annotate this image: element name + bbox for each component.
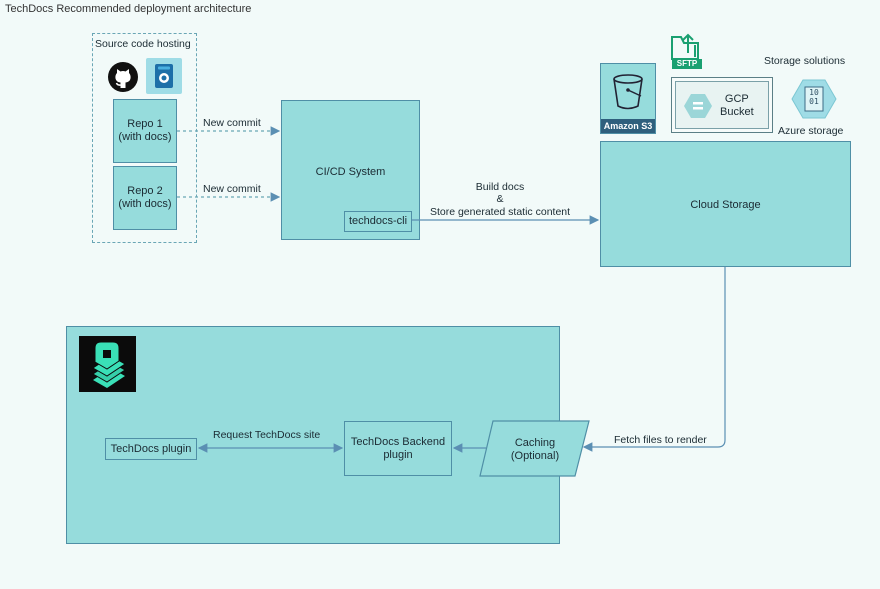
sftp-label: SFTP <box>672 59 702 69</box>
source-hosting-label: Source code hosting <box>95 38 191 50</box>
storage-solutions-label: Storage solutions <box>764 55 846 67</box>
diagram-title: TechDocs Recommended deployment architec… <box>5 3 252 15</box>
edge-new-commit-2: New commit <box>203 183 261 195</box>
cicd-system-label: CI/CD System <box>315 166 386 178</box>
gcp-line1: GCP <box>724 93 749 105</box>
backend-line1: TechDocs Backend <box>350 435 446 448</box>
caching-label: Caching (Optional) <box>493 437 577 463</box>
source-hosting-group <box>92 33 197 243</box>
repo-1-box: Repo 1 (with docs) <box>113 99 177 163</box>
edge-fetch-files: Fetch files to render <box>614 434 707 446</box>
github-icon <box>108 62 138 92</box>
azure-icon-text-2: 01 <box>809 97 819 106</box>
techdocs-plugin-box: TechDocs plugin <box>105 438 197 460</box>
backstage-container <box>66 326 560 544</box>
edge-build-line2: & <box>496 193 504 205</box>
repo-2-box: Repo 2 (with docs) <box>113 166 177 230</box>
azure-icon-text-1: 10 <box>809 88 819 97</box>
sftp-icon: SFTP <box>668 33 704 71</box>
edge-build-line1: Build docs <box>475 181 525 193</box>
caching-line1: Caching <box>514 437 556 449</box>
repo-2-line2: (with docs) <box>118 198 172 210</box>
techdocs-cli-box: techdocs-cli <box>344 211 412 232</box>
techdocs-backend-box: TechDocs Backend plugin <box>344 421 452 476</box>
gcp-line2: Bucket <box>720 106 754 118</box>
azure-storage-label: Azure storage <box>778 125 844 137</box>
gcp-bucket-box: GCP Bucket <box>675 81 769 129</box>
azure-icon-text: 10 01 <box>805 88 823 106</box>
gcp-bucket-icon <box>684 94 712 118</box>
azure-storage-icon <box>791 79 837 119</box>
amazon-s3-label: Amazon S3 <box>601 119 655 133</box>
backstage-logo <box>79 336 136 392</box>
s3-bucket-icon <box>613 74 643 110</box>
arrow-cloud-caching <box>582 267 726 452</box>
edge-build-line3: Store generated static content <box>429 206 571 218</box>
edge-request-site: Request TechDocs site <box>213 429 321 441</box>
amazon-s3-box: Amazon S3 <box>600 63 656 134</box>
backend-line2: plugin <box>383 448 413 461</box>
caching-line2: (Optional) <box>510 450 560 462</box>
repo-1-line1: Repo 1 <box>127 118 163 130</box>
repo-2-line1: Repo 2 <box>127 185 163 197</box>
cloud-storage-box <box>600 141 851 267</box>
cloud-storage-label: Cloud Storage <box>690 199 761 211</box>
repo-1-line2: (with docs) <box>118 131 172 143</box>
edge-new-commit-1: New commit <box>203 117 261 129</box>
caching-shape <box>479 420 590 477</box>
bitbucket-icon <box>146 58 182 94</box>
